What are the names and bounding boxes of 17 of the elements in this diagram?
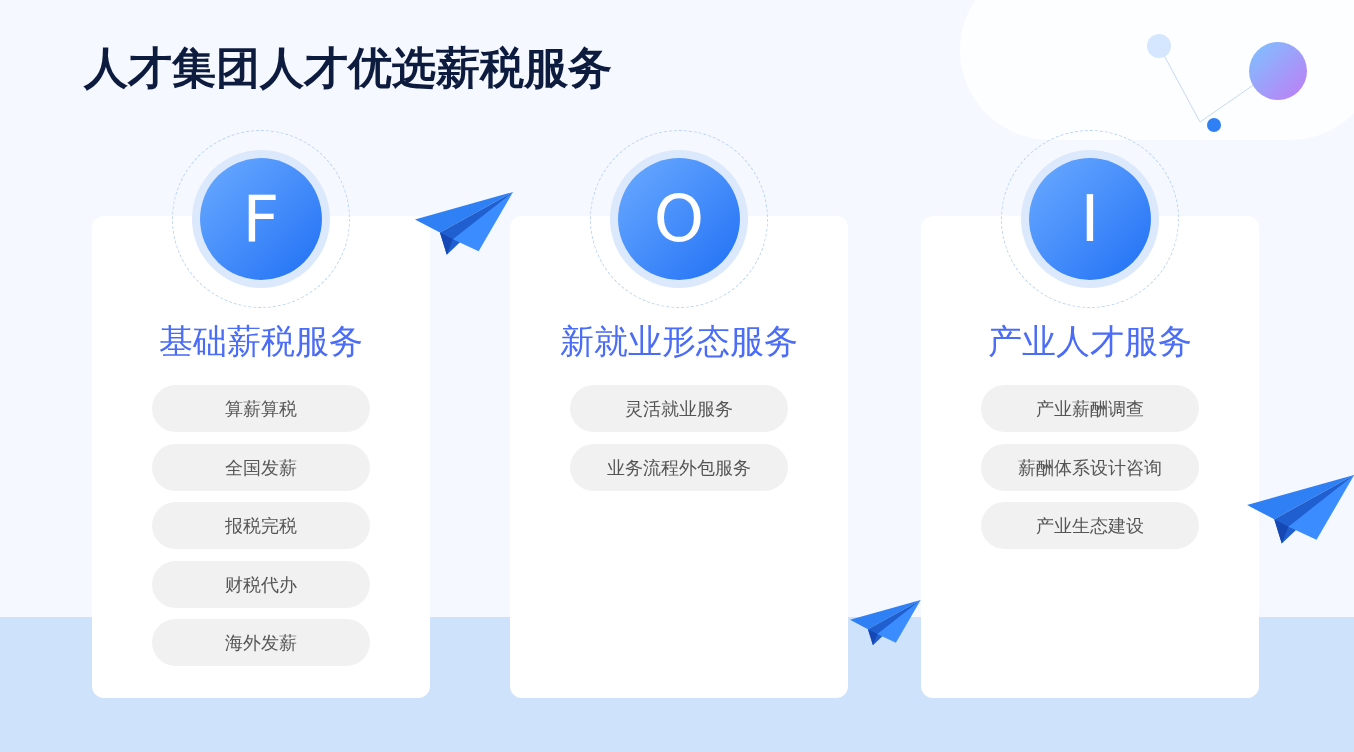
service-pill: 产业薪酬调查 — [981, 385, 1199, 432]
card-heading: 新就业形态服务 — [559, 320, 799, 363]
letter: F — [242, 187, 280, 251]
service-pill: 报税完税 — [152, 502, 370, 549]
card-heading: 基础薪税服务 — [158, 320, 364, 363]
letter: O — [653, 187, 705, 251]
service-pill: 算薪算税 — [152, 385, 370, 432]
service-pill: 薪酬体系设计咨询 — [981, 443, 1199, 491]
card-heading: 产业人才服务 — [987, 320, 1193, 363]
letter: I — [1080, 187, 1100, 251]
service-pill: 产业生态建设 — [981, 502, 1199, 549]
page-title: 人才集团人才优选薪税服务 — [84, 46, 612, 90]
service-pill: 财税代办 — [152, 560, 370, 608]
service-pill: 海外发薪 — [152, 619, 370, 666]
service-pill: 灵活就业服务 — [570, 385, 788, 432]
service-pill: 全国发薪 — [152, 443, 370, 491]
service-pill: 业务流程外包服务 — [570, 443, 788, 491]
